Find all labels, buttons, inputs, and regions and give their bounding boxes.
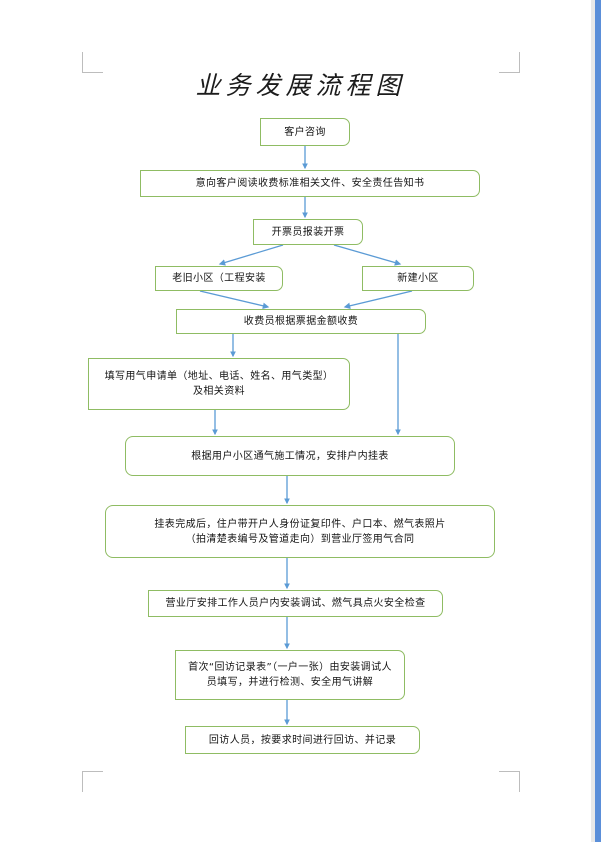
flow-node-first-visit-record[interactable]: 首次“回访记录表”（一户一张）由安装调试人 员填写，并进行检测、安全用气讲解 [175, 650, 405, 700]
margin-mark-top-right [499, 52, 520, 73]
flow-node-collect-fee[interactable]: 收费员根据票据金额收费 [176, 309, 426, 334]
edge-n3-n5 [333, 244, 402, 266]
flow-node-new-community[interactable]: 新建小区 [362, 266, 474, 291]
margin-mark-top-left [82, 52, 103, 73]
flow-node-followup-visit[interactable]: 回访人员，按要求时间进行回访、并记录 [185, 726, 420, 754]
flow-node-sign-gas-contract[interactable]: 挂表完成后，住户带开户人身份证复印件、户口本、燃气表照片 （拍清楚表编号及管道走… [105, 505, 495, 558]
flow-node-install-debug-safety[interactable]: 营业厅安排工作人员户内安装调试、燃气具点火安全检查 [148, 590, 443, 617]
edge-n3-n4 [218, 244, 284, 266]
margin-mark-bottom-right [499, 771, 520, 792]
margin-mark-bottom-left [82, 771, 103, 792]
flow-node-fill-application[interactable]: 填写用气申请单（地址、电话、姓名、用气类型） 及相关资料 [88, 358, 350, 410]
flow-node-schedule-meter-install[interactable]: 根据用户小区通气施工情况，安排户内挂表 [125, 436, 455, 476]
flow-node-invoice-clerk[interactable]: 开票员报装开票 [253, 219, 363, 245]
flow-node-customer-inquiry[interactable]: 客户咨询 [260, 118, 350, 146]
edge-n4-n6 [199, 290, 270, 309]
flow-node-read-fee-documents[interactable]: 意向客户阅读收费标准相关文件、安全责任告知书 [140, 170, 480, 197]
scrollbar-thumb[interactable] [595, 0, 601, 842]
flow-node-old-community[interactable]: 老旧小区（工程安装 [155, 266, 283, 291]
edge-n5-n6 [343, 290, 413, 309]
scrollbar-track[interactable] [591, 0, 601, 842]
page-title: 业务发展流程图 [195, 71, 406, 100]
